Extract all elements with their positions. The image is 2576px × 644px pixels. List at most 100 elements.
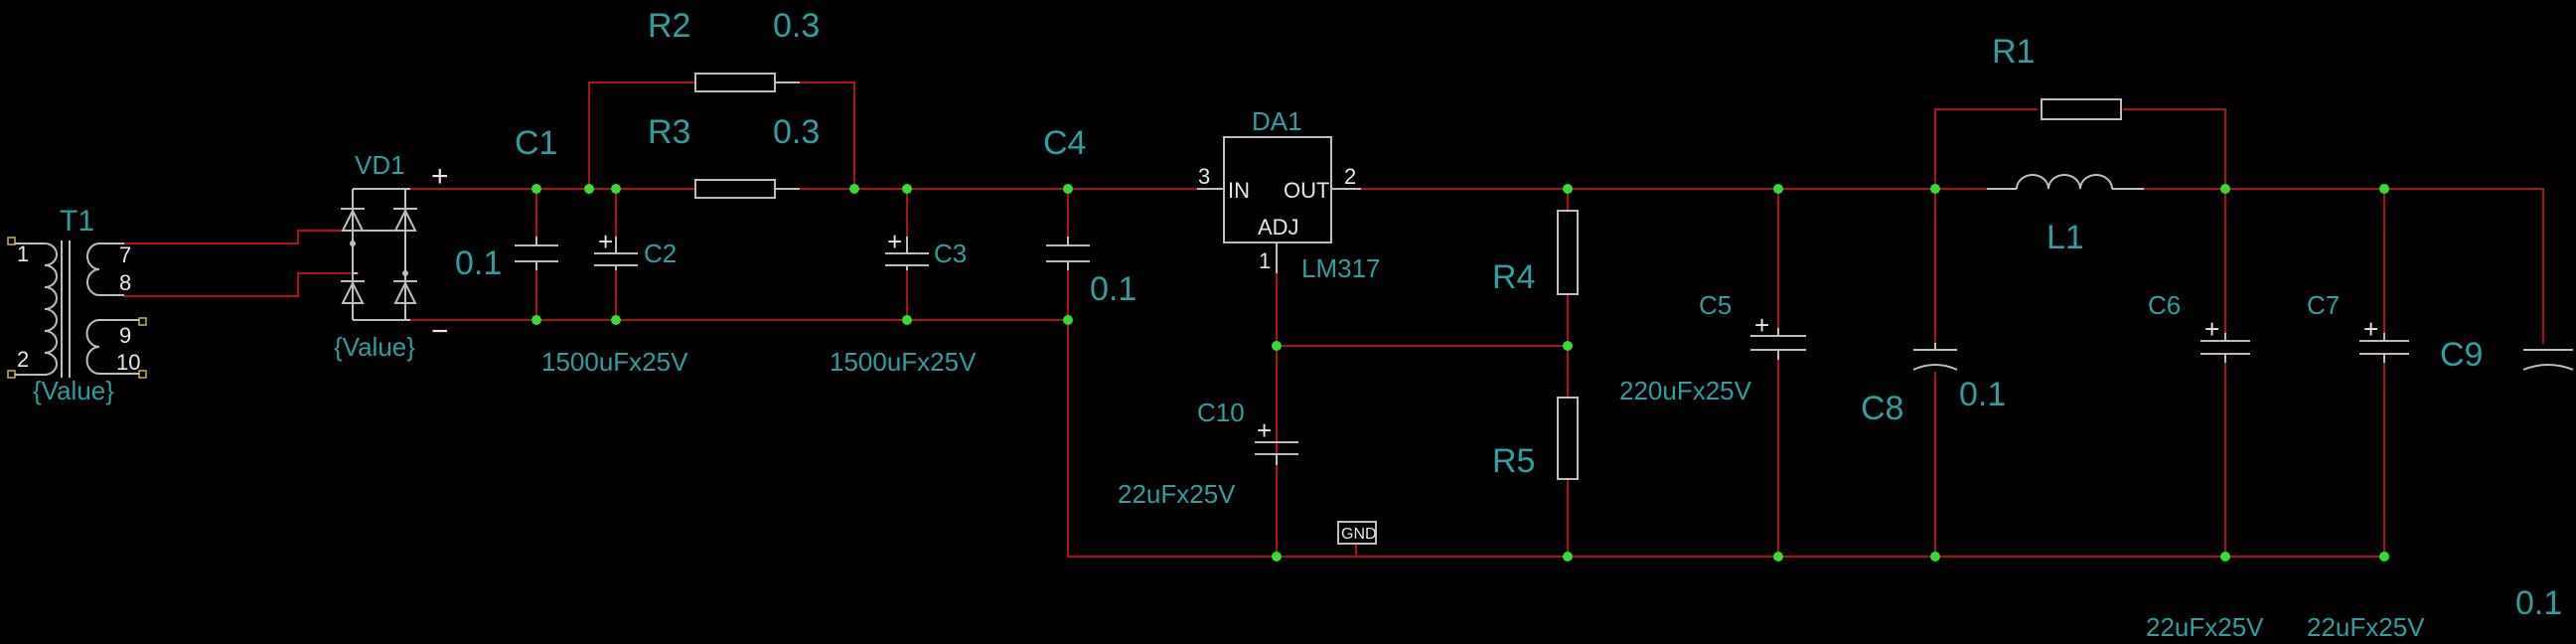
pin-label: 9 [119, 323, 131, 348]
capacitor-c5[interactable]: + C5 220uFx25V [1619, 290, 1806, 405]
r3-value: 0.3 [773, 113, 820, 151]
c4-value: 0.1 [1090, 270, 1136, 308]
pin-label: 2 [17, 347, 29, 372]
junction-dot [2220, 552, 2230, 562]
transformer-t1[interactable]: T1 1 2 7 8 9 10 {Value} [7, 205, 147, 405]
r2-refdes: R2 [648, 7, 690, 45]
gnd-label: GND [1341, 526, 1377, 543]
junction-dot [1063, 315, 1073, 325]
pin-label: 1 [17, 242, 29, 266]
resistor-r2[interactable]: R2 0.3 [648, 7, 820, 92]
secondary-winding-1 [86, 242, 100, 296]
da1-value: LM317 [1301, 253, 1381, 283]
wire-r2-left [588, 81, 696, 190]
bridge-vd1[interactable]: VD1 + − {Value} [333, 150, 449, 362]
wire-r1-right [2123, 108, 2226, 190]
r5-refdes: R5 [1492, 442, 1535, 480]
wire-r1-left [1934, 108, 2038, 190]
pin-marker [138, 317, 147, 326]
capacitor-c1[interactable]: C1 0.1 [455, 124, 558, 282]
pin-marker [7, 237, 16, 245]
junction-dot [902, 184, 912, 194]
resistor-r5[interactable]: R5 [1492, 397, 1579, 480]
junction-dot [1930, 552, 1940, 562]
wire-sec-top [123, 230, 359, 244]
regulator-da1[interactable]: DA1 3 2 1 IN OUT ADJ LM317 [1197, 106, 1381, 283]
junction-dot [1063, 184, 1073, 194]
pin-marker [7, 370, 16, 379]
da1-pin2: 2 [1344, 164, 1356, 189]
resistor-r3[interactable]: R3 0.3 [648, 113, 820, 199]
junction-dot [2379, 552, 2389, 562]
junction-dot [2379, 184, 2389, 194]
junction-dot [611, 184, 621, 194]
svg-text:+: + [1257, 415, 1272, 445]
wire-sec-bottom [123, 272, 359, 297]
c10-value: 22uFx25V [1118, 479, 1236, 509]
pin-label: 7 [119, 242, 131, 267]
c1-value: 0.1 [455, 244, 502, 282]
capacitor-c10[interactable]: + C10 22uFx25V [1118, 398, 1298, 509]
pin-label: 10 [116, 350, 140, 375]
vd1-plus: + [431, 160, 449, 193]
c9-refdes: C9 [2440, 336, 2483, 374]
c8-refdes: C8 [1861, 390, 1903, 427]
capacitor-c6[interactable]: + C6 22uFx25V [2146, 290, 2264, 642]
vd1-value: {Value} [334, 332, 415, 362]
inductor-l1[interactable]: L1 [1987, 174, 2144, 256]
resistor-r4[interactable]: R4 [1492, 210, 1579, 296]
r3-refdes: R3 [648, 113, 690, 151]
junction-dot [1773, 552, 1783, 562]
r4-refdes: R4 [1492, 258, 1535, 296]
svg-text:+: + [887, 227, 902, 256]
wires [123, 81, 2544, 558]
c6-refdes: C6 [2148, 290, 2181, 320]
c9-value: 0.1 [2515, 584, 2562, 622]
da1-in: IN [1228, 178, 1250, 203]
da1-pin3: 3 [1198, 164, 1210, 189]
junction-dot [584, 184, 594, 194]
c3-refdes: C3 [934, 239, 967, 268]
junction-dot [1272, 341, 1282, 351]
junction-dot [531, 184, 541, 194]
svg-text:+: + [2363, 314, 2378, 344]
junction-dot [849, 184, 859, 194]
da1-pin1: 1 [1259, 248, 1271, 273]
c3-value: 1500uFx25V [830, 347, 977, 377]
r1-refdes: R1 [1992, 33, 2035, 71]
vd1-minus: − [431, 315, 449, 348]
c7-refdes: C7 [2307, 290, 2340, 320]
c2-refdes: C2 [644, 239, 677, 268]
capacitor-c8[interactable]: C8 0.1 [1861, 343, 2006, 427]
capacitor-c4[interactable]: C4 0.1 [1043, 124, 1136, 308]
junction-dot [2220, 184, 2230, 194]
junction-dot [1563, 184, 1573, 194]
capacitor-c9[interactable]: C9 0.1 [2440, 188, 2574, 622]
da1-out: OUT [1284, 178, 1329, 203]
capacitor-c3[interactable]: + C3 1500uFx25V [830, 227, 977, 377]
svg-text:+: + [598, 227, 613, 256]
secondary-winding-2 [85, 319, 100, 375]
resistor-r1[interactable]: R1 [1992, 33, 2122, 120]
c2-value: 1500uFx25V [541, 347, 688, 377]
vd1-refdes: VD1 [355, 150, 405, 180]
l1-refdes: L1 [2046, 219, 2084, 256]
c5-value: 220uFx25V [1619, 376, 1752, 405]
svg-text:+: + [1754, 310, 1769, 340]
junction-dot [611, 315, 621, 325]
c4-refdes: C4 [1043, 124, 1086, 162]
junction-dot [1773, 184, 1783, 194]
t1-value: {Value} [33, 376, 114, 405]
junction-dot [1272, 552, 1282, 562]
gnd-symbol[interactable]: GND [1337, 521, 1377, 545]
capacitor-c7[interactable]: + C7 22uFx25V [2307, 290, 2425, 642]
c6-value: 22uFx25V [2146, 612, 2264, 642]
c1-refdes: C1 [515, 124, 557, 162]
capacitor-c2[interactable]: + C2 1500uFx25V [541, 227, 688, 377]
c8-value: 0.1 [1959, 376, 2006, 413]
junctions [531, 184, 2389, 562]
junction-dot [902, 315, 912, 325]
c7-value: 22uFx25V [2307, 612, 2425, 642]
t1-refdes: T1 [60, 205, 94, 238]
